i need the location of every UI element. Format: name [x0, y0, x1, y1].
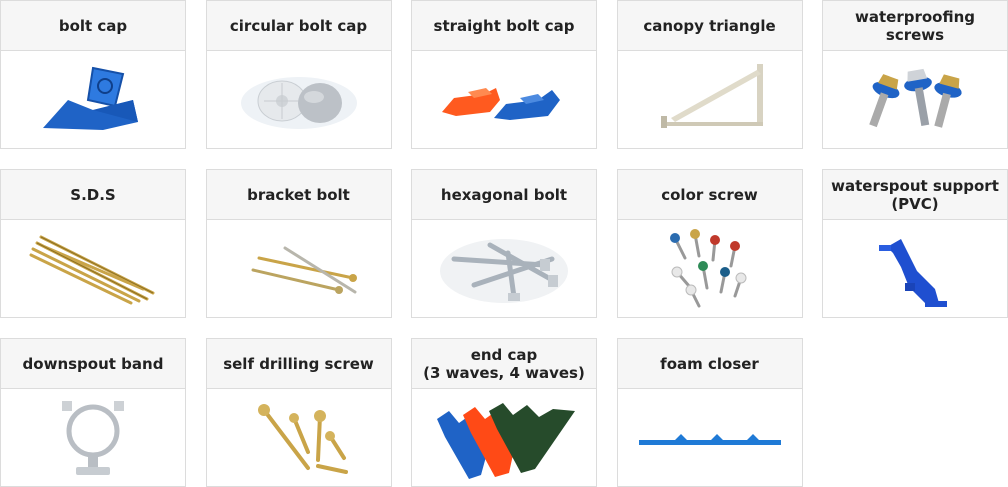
hexagonal-bolt-image [412, 220, 596, 317]
product-card-color-screw[interactable]: color screw [616, 169, 803, 318]
card-header: S.D.S [1, 170, 185, 220]
product-title: straight bolt cap [433, 16, 575, 35]
waterproofing-screws-image [823, 51, 1007, 148]
product-title: foam closer [660, 354, 759, 373]
straight-bolt-cap-image [412, 51, 596, 148]
card-header: hexagonal bolt [412, 170, 596, 220]
foam-closer-illustration [638, 433, 781, 445]
color-screw-illustration [669, 228, 746, 307]
bolt-cap-image [1, 51, 185, 148]
product-card-foam-closer[interactable]: foam closer [616, 338, 803, 487]
product-title: color screw [661, 185, 758, 204]
product-title: circular bolt cap [229, 16, 368, 35]
product-title: end cap (3 waves, 4 waves) [423, 345, 585, 382]
card-header: straight bolt cap [412, 1, 596, 51]
straight-bolt-cap-illustration [442, 87, 560, 120]
end-cap-image [412, 389, 596, 486]
waterspout-support-image [823, 220, 1007, 317]
foam-closer-image [617, 389, 802, 486]
hexagonal-bolt-illustration [440, 238, 568, 303]
sds-image [1, 220, 185, 317]
product-card-bracket-bolt[interactable]: bracket bolt [205, 169, 392, 318]
product-title: canopy triangle [643, 16, 776, 35]
product-title: downspout band [22, 354, 164, 373]
bracket-bolt-illustration [251, 246, 357, 294]
product-card-downspout-band[interactable]: downspout band [0, 338, 186, 487]
product-card-sds[interactable]: S.D.S [0, 169, 186, 318]
card-header: waterspout support (PVC) [823, 170, 1007, 220]
product-card-waterspout-support[interactable]: waterspout support (PVC) [822, 169, 1008, 318]
product-card-bolt-cap[interactable]: bolt cap [0, 0, 186, 149]
product-card-straight-bolt-cap[interactable]: straight bolt cap [411, 0, 597, 149]
card-header: waterproofing screws [823, 1, 1007, 51]
sds-illustration [29, 235, 155, 304]
product-card-end-cap[interactable]: end cap (3 waves, 4 waves) [411, 338, 597, 487]
product-card-hexagonal-bolt[interactable]: hexagonal bolt [411, 169, 597, 318]
downspout-band-image [1, 389, 185, 486]
circular-bolt-cap-illustration [240, 76, 357, 129]
bracket-bolt-image [206, 220, 391, 317]
product-title: waterproofing screws [855, 7, 975, 44]
product-title: bracket bolt [247, 185, 350, 204]
waterproofing-screws-illustration [869, 68, 962, 128]
product-card-circular-bolt-cap[interactable]: circular bolt cap [205, 0, 392, 149]
waterspout-support-illustration [879, 238, 947, 307]
bolt-cap-illustration [43, 66, 138, 130]
card-header: self drilling screw [206, 339, 391, 389]
self-drilling-screw-image [206, 389, 391, 486]
card-header: circular bolt cap [206, 1, 391, 51]
canopy-triangle-illustration [660, 63, 763, 128]
product-card-self-drilling-screw[interactable]: self drilling screw [205, 338, 392, 487]
card-header: canopy triangle [617, 1, 802, 51]
card-header: foam closer [617, 339, 802, 389]
card-header: end cap (3 waves, 4 waves) [412, 339, 596, 389]
product-title: bolt cap [58, 16, 128, 35]
product-title: self drilling screw [223, 354, 374, 373]
card-header: color screw [617, 170, 802, 220]
product-card-waterproofing-screws[interactable]: waterproofing screws [822, 0, 1008, 149]
product-title: waterspout support (PVC) [831, 176, 999, 213]
end-cap-illustration [437, 402, 575, 479]
downspout-band-illustration [62, 400, 124, 475]
canopy-triangle-image [617, 51, 802, 148]
card-header: bracket bolt [206, 170, 391, 220]
product-card-canopy-triangle[interactable]: canopy triangle [616, 0, 803, 149]
card-header: bolt cap [1, 1, 185, 51]
product-title: S.D.S [70, 185, 116, 204]
card-header: downspout band [1, 339, 185, 389]
circular-bolt-cap-image [206, 51, 391, 148]
product-title: hexagonal bolt [440, 185, 568, 204]
self-drilling-screw-illustration [257, 403, 348, 474]
color-screw-image [617, 220, 802, 317]
